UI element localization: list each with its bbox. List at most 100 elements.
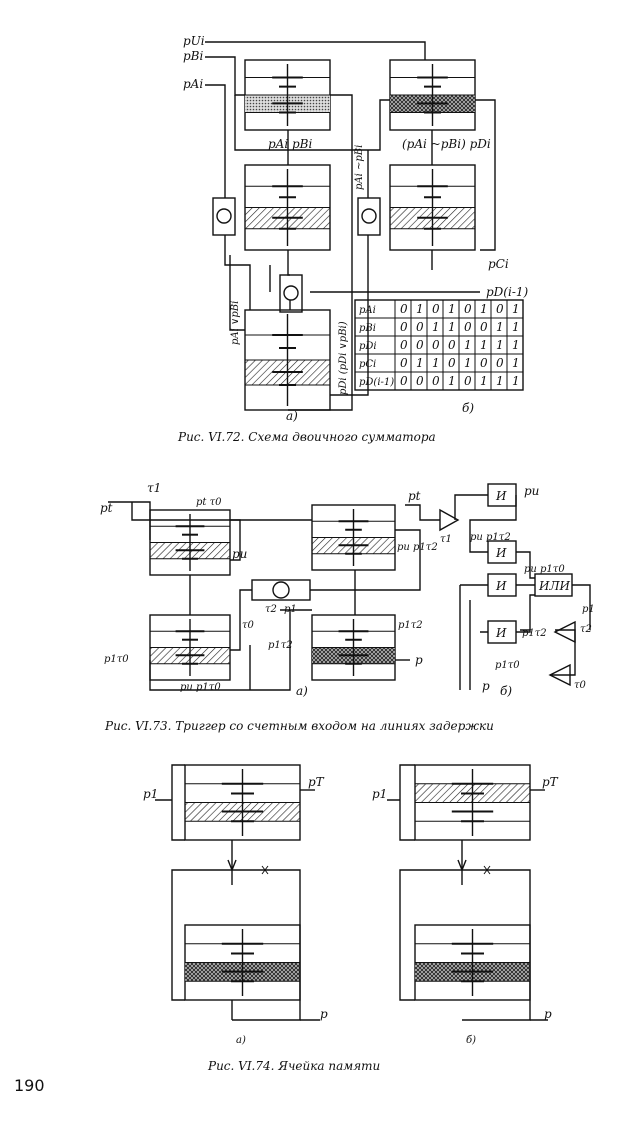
comparator-box bbox=[212, 197, 236, 236]
table-cell: 0 bbox=[400, 338, 408, 352]
signal-label: pD(i-1) bbox=[486, 285, 529, 299]
sublabel-b: б) bbox=[500, 684, 512, 698]
signal-label: pu bbox=[232, 547, 247, 561]
table-cell: 1 bbox=[496, 338, 504, 352]
table-cell: 1 bbox=[448, 320, 456, 334]
sublabel-a: а) bbox=[296, 684, 308, 698]
memory-cell bbox=[311, 614, 396, 681]
comparator-box bbox=[357, 197, 381, 236]
break-mark-icon bbox=[261, 865, 491, 875]
fig73-labels: τ1 pt pt τ0 pu pu p1τ2 p1 p1τ2 p1τ2 τ0 τ… bbox=[100, 481, 512, 733]
comparator-elements bbox=[212, 197, 381, 601]
gate-label: И bbox=[495, 489, 507, 503]
signal-label: pAi pBi bbox=[268, 137, 313, 151]
and-gate bbox=[487, 483, 517, 507]
signal-label: pt bbox=[100, 501, 113, 515]
table-cell: 1 bbox=[512, 320, 520, 334]
fig72-labels: pUi pBi pAi pAi pBi (pAi ~pBi) pDi pAi ~… bbox=[177, 34, 529, 444]
signal-label: p bbox=[544, 1007, 552, 1021]
signal-label: p bbox=[415, 653, 423, 667]
table-row-header: pBi bbox=[359, 323, 376, 334]
memory-cell bbox=[414, 924, 531, 1001]
table-cell: 1 bbox=[496, 374, 504, 388]
memory-cell bbox=[389, 59, 476, 131]
signal-label: pAi ∨pBi bbox=[230, 301, 241, 345]
signal-label: p1τ2 bbox=[522, 628, 547, 639]
and-gate bbox=[487, 573, 517, 597]
comparator-circle bbox=[361, 208, 377, 224]
table-cell: 1 bbox=[512, 374, 520, 388]
sublabel-a: а) bbox=[286, 409, 298, 423]
comparator-box bbox=[279, 274, 303, 313]
memory-cell bbox=[244, 59, 331, 131]
signal-label: p1τ2 bbox=[398, 620, 423, 631]
figure-caption: Рис. VI.73. Триггер со счетным входом на… bbox=[104, 719, 494, 733]
signal-label: p1 bbox=[284, 604, 297, 615]
memory-cell bbox=[389, 164, 476, 251]
table-cell: 1 bbox=[480, 302, 488, 316]
sublabel-b: б) bbox=[462, 401, 474, 415]
signal-label: p1 bbox=[582, 604, 595, 615]
table-cell: 1 bbox=[512, 338, 520, 352]
gate-label: И bbox=[495, 626, 507, 640]
table-cell: 1 bbox=[464, 338, 472, 352]
comparator-circle bbox=[283, 285, 299, 301]
signal-label: τ1 bbox=[440, 534, 452, 545]
signal-label: pu bbox=[524, 484, 539, 498]
table-cell: 1 bbox=[416, 356, 424, 370]
table-row-header: pDi bbox=[359, 341, 377, 352]
delay-line-box bbox=[251, 579, 311, 601]
signal-label: p1 bbox=[143, 787, 158, 801]
table-cell: 0 bbox=[400, 374, 408, 388]
signal-label: τ2 bbox=[580, 624, 592, 635]
table-cell: 0 bbox=[464, 302, 472, 316]
memory-cell bbox=[244, 309, 331, 411]
table-cell: 1 bbox=[432, 320, 440, 334]
table-cell: 1 bbox=[432, 356, 440, 370]
signal-label: τ0 bbox=[242, 620, 255, 631]
memory-cell bbox=[149, 614, 231, 681]
signal-label: (pAi ~pBi) pDi bbox=[402, 137, 491, 151]
signal-label: pt τ0 bbox=[196, 497, 222, 508]
delay-triangle bbox=[548, 663, 571, 687]
table-cell: 0 bbox=[432, 374, 440, 388]
comparator-circle bbox=[216, 208, 232, 224]
sublabel-b: б) bbox=[466, 1035, 476, 1046]
signal-label: pUi bbox=[183, 34, 205, 48]
signal-label: τ2 bbox=[265, 604, 277, 615]
table-cell: 1 bbox=[496, 320, 504, 334]
signal-label: pu p1τ0 bbox=[524, 564, 565, 575]
signal-label: p1 bbox=[372, 787, 387, 801]
table-cell: 0 bbox=[448, 338, 456, 352]
table-cell: 1 bbox=[512, 302, 520, 316]
signal-label: pt bbox=[408, 489, 421, 503]
table-cell: 1 bbox=[480, 374, 488, 388]
table-row-header: pD(i-1) bbox=[359, 377, 394, 388]
signal-label: pu p1τ0 bbox=[180, 682, 221, 693]
page-number: 190 bbox=[14, 1076, 45, 1095]
gate-label: И bbox=[495, 579, 507, 593]
table-cell: 1 bbox=[480, 338, 488, 352]
antenna-icon bbox=[457, 859, 467, 885]
signal-label: pAi ~pBi bbox=[354, 145, 365, 190]
signal-label: p1τ0 bbox=[104, 654, 129, 665]
signal-label: pu p1τ2 bbox=[397, 542, 438, 553]
gate-label: ИЛИ bbox=[538, 579, 570, 593]
signal-label: pu p1τ2 bbox=[470, 532, 511, 543]
signal-label: p1τ0 bbox=[495, 660, 520, 671]
table-cell: 0 bbox=[464, 374, 472, 388]
table-cell: 0 bbox=[496, 356, 504, 370]
signal-label: τ1 bbox=[147, 481, 161, 495]
table-cell: 0 bbox=[400, 302, 408, 316]
antenna-icon bbox=[227, 859, 237, 885]
memory-cell bbox=[184, 924, 301, 1001]
memory-cell bbox=[414, 764, 531, 841]
table-cell: 0 bbox=[496, 302, 504, 316]
signal-label: p bbox=[320, 1007, 328, 1021]
signal-label: τ0 bbox=[574, 680, 587, 691]
or-gate bbox=[534, 573, 573, 597]
signal-label: pDi (pDi ∨pBi) bbox=[338, 321, 349, 395]
and-gate bbox=[487, 620, 517, 644]
